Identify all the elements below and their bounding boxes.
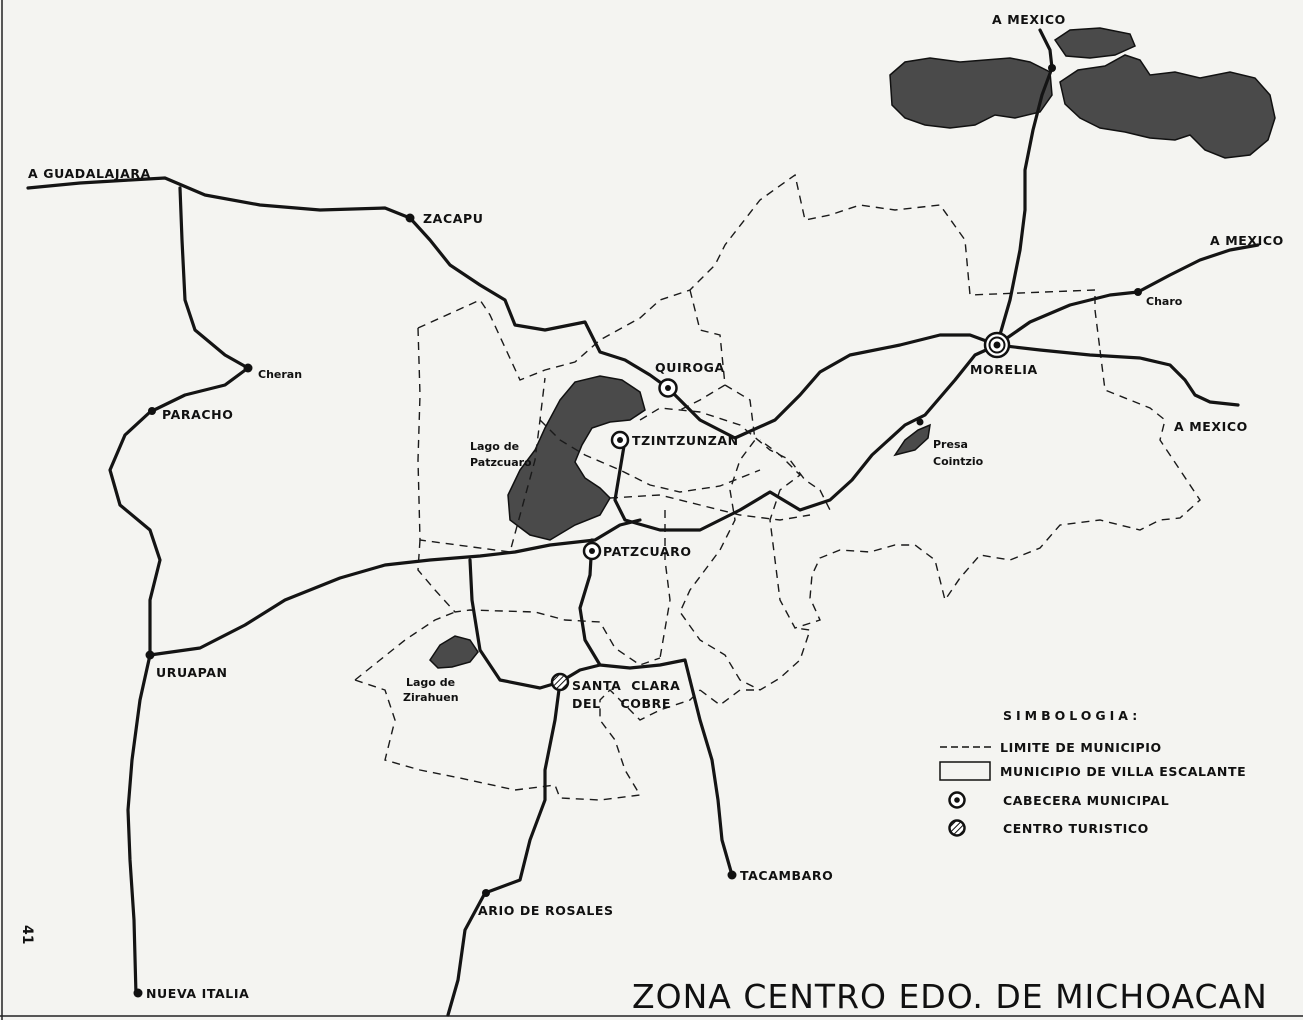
legend-symbol-ringed-dot (948, 791, 966, 809)
road-patzcuaro-morelia (613, 343, 999, 532)
label-quiroga: QUIROGA (655, 360, 725, 375)
legend-item-cabecera: CABECERA MUNICIPAL (1003, 793, 1169, 808)
town-dot-north (1048, 64, 1056, 72)
label-ario-de-rosales: ARIO DE ROSALES (478, 903, 614, 918)
label-santa-clara-line2: DEL COBRE (572, 696, 671, 711)
cabecera-marker-tzintzunzan (610, 430, 630, 450)
label-cheran: Cheran (258, 368, 302, 381)
legend-item-centro-turistico: CENTRO TURISTICO (1003, 821, 1149, 836)
legend-item-municipio: MUNICIPIO DE VILLA ESCALANTE (1000, 764, 1246, 779)
road-uruapan-nueva-italia (126, 653, 152, 997)
road-morelia-charo (995, 243, 1260, 347)
municipio-boundary-quiroga (417, 173, 1101, 381)
label-uruapan: URUAPAN (156, 665, 228, 680)
municipio-boundary-central (539, 419, 811, 659)
municipio-boundary-huiramba (679, 289, 811, 691)
map-title: ZONA CENTRO EDO. DE MICHOACAN (632, 977, 1268, 1016)
municipio-boundary-erongaricuaro (417, 539, 661, 666)
label-charo: Charo (1146, 295, 1183, 308)
municipio-boundary-patzcuaro (417, 327, 546, 553)
lake-zirahuen (429, 635, 479, 669)
town-dot-nueva-italia (133, 988, 143, 998)
road-santa-clara-tacambaro (688, 678, 734, 877)
label-zacapu: ZACAPU (423, 211, 484, 226)
town-dot-uruapan (145, 650, 155, 660)
town-dot-paracho (148, 407, 156, 415)
label-lago-patzcuaro-line2: Patzcuaro (470, 456, 532, 469)
label-paracho: PARACHO (162, 407, 233, 422)
centro-turistico-marker-santa-clara (550, 672, 570, 692)
label-a-mexico-east: A MEXICO (1210, 233, 1284, 248)
label-presa-line1: Presa (933, 438, 968, 451)
road-zacapu-quiroga (408, 216, 670, 390)
lake-patzcuaro (507, 375, 646, 541)
road-to-ario-de-rosales (446, 558, 562, 1017)
label-presa-line2: Cointzio (933, 455, 984, 468)
legend-symbol-hatched-dot (948, 819, 966, 837)
municipio-boundary-tzintzunzan (639, 407, 831, 511)
cabecera-marker-patzcuaro (582, 541, 602, 561)
road-to-guadalajara (26, 176, 412, 220)
label-a-mexico-north: A MEXICO (992, 12, 1066, 27)
dam-dot-cointzio (916, 418, 924, 426)
label-tacambaro: TACAMBARO (740, 868, 833, 883)
page-number: 41 (19, 925, 35, 944)
lake-cuitzeo-west (889, 57, 1053, 129)
cabecera-marker-morelia (983, 331, 1011, 359)
town-dot-zacapu (405, 213, 415, 223)
label-tzintzunzan: TZINTZUNZAN (632, 433, 739, 448)
road-patzcuaro-santa-clara (578, 538, 692, 682)
town-dot-tacambaro (727, 870, 737, 880)
label-a-guadalajara: A GUADALAJARA (28, 166, 151, 181)
town-dot-ario-de-rosales (482, 889, 490, 897)
road-morelia-southeast (995, 343, 1240, 407)
road-quiroga-morelia (666, 333, 999, 440)
lake-cuitzeo-east (1059, 54, 1276, 159)
label-lago-zirahuen-line2: Zirahuen (403, 691, 459, 704)
road-uruapan-patzcuaro (148, 518, 642, 657)
legend: SIMBOLOGIA: LIMITE DE MUNICIPIO MUNICIPI… (939, 708, 1246, 837)
label-lago-patzcuaro-line1: Lago de (470, 440, 519, 453)
cabecera-marker-quiroga (658, 378, 678, 398)
label-santa-clara-line1: SANTA CLARA (572, 678, 680, 693)
legend-title: SIMBOLOGIA: (1003, 708, 1141, 723)
town-dot-cheran (243, 363, 253, 373)
lake-cuitzeo-north (1053, 27, 1136, 59)
municipio-boundary-south (699, 689, 760, 706)
label-a-mexico-southeast: A MEXICO (1174, 419, 1248, 434)
road-morelia-north (995, 28, 1054, 347)
municipio-boundary-east (759, 349, 1201, 629)
label-nueva-italia: NUEVA ITALIA (146, 986, 249, 1001)
label-lago-zirahuen-line1: Lago de (406, 676, 455, 689)
municipio-boundary-zirahuen (354, 611, 701, 801)
label-patzcuaro: PATZCUARO (603, 544, 692, 559)
label-morelia: MORELIA (970, 362, 1038, 377)
legend-symbol-rectangle (939, 761, 991, 781)
town-dot-charo (1134, 288, 1142, 296)
presa-cointzio (893, 423, 931, 457)
road-cheran-paracho-uruapan (108, 186, 250, 657)
legend-item-limite: LIMITE DE MUNICIPIO (1000, 740, 1162, 755)
